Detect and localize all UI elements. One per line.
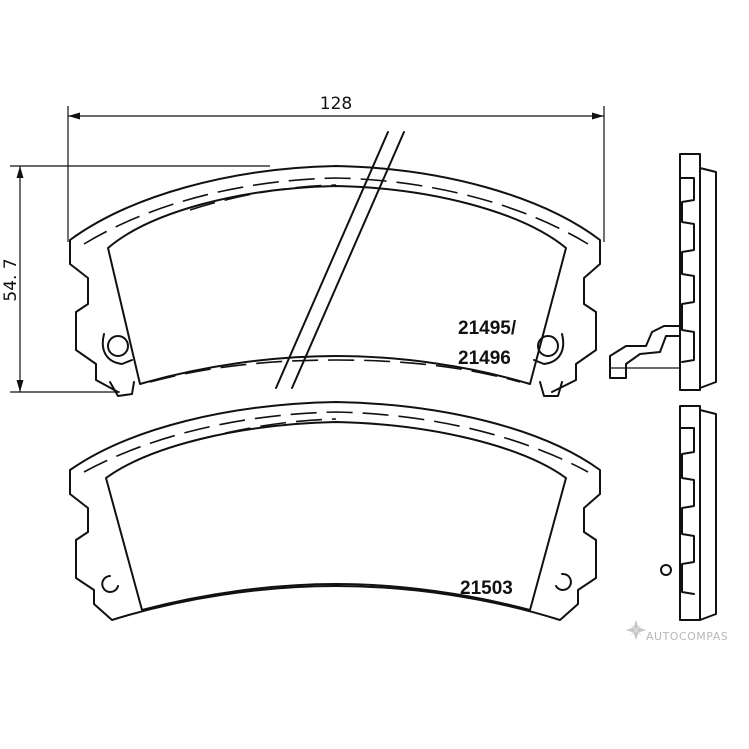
watermark: AUTOCOMPAS: [626, 620, 728, 643]
height-dimension-value: 54. 7: [1, 258, 21, 301]
brake-pad-bottom: 21503: [69, 401, 601, 621]
height-dimension: 54. 7: [1, 165, 270, 393]
sensor-clip-icon: [660, 564, 672, 576]
side-view-top: [609, 153, 717, 391]
width-dimension: 128: [67, 94, 605, 242]
watermark-text: AUTOCOMPAS: [646, 630, 728, 643]
width-dimension-value: 128: [320, 94, 352, 114]
mounting-hole-icon: [537, 335, 559, 357]
part-number-21496: 21496: [458, 348, 511, 369]
brake-pad-top: 21495/ 21496: [69, 131, 601, 397]
mounting-hole-icon: [107, 335, 129, 357]
compass-star-icon: [626, 620, 646, 640]
part-number-21503: 21503: [460, 578, 513, 599]
part-number-21495: 21495/: [458, 318, 517, 339]
side-view-bottom: [660, 405, 717, 621]
